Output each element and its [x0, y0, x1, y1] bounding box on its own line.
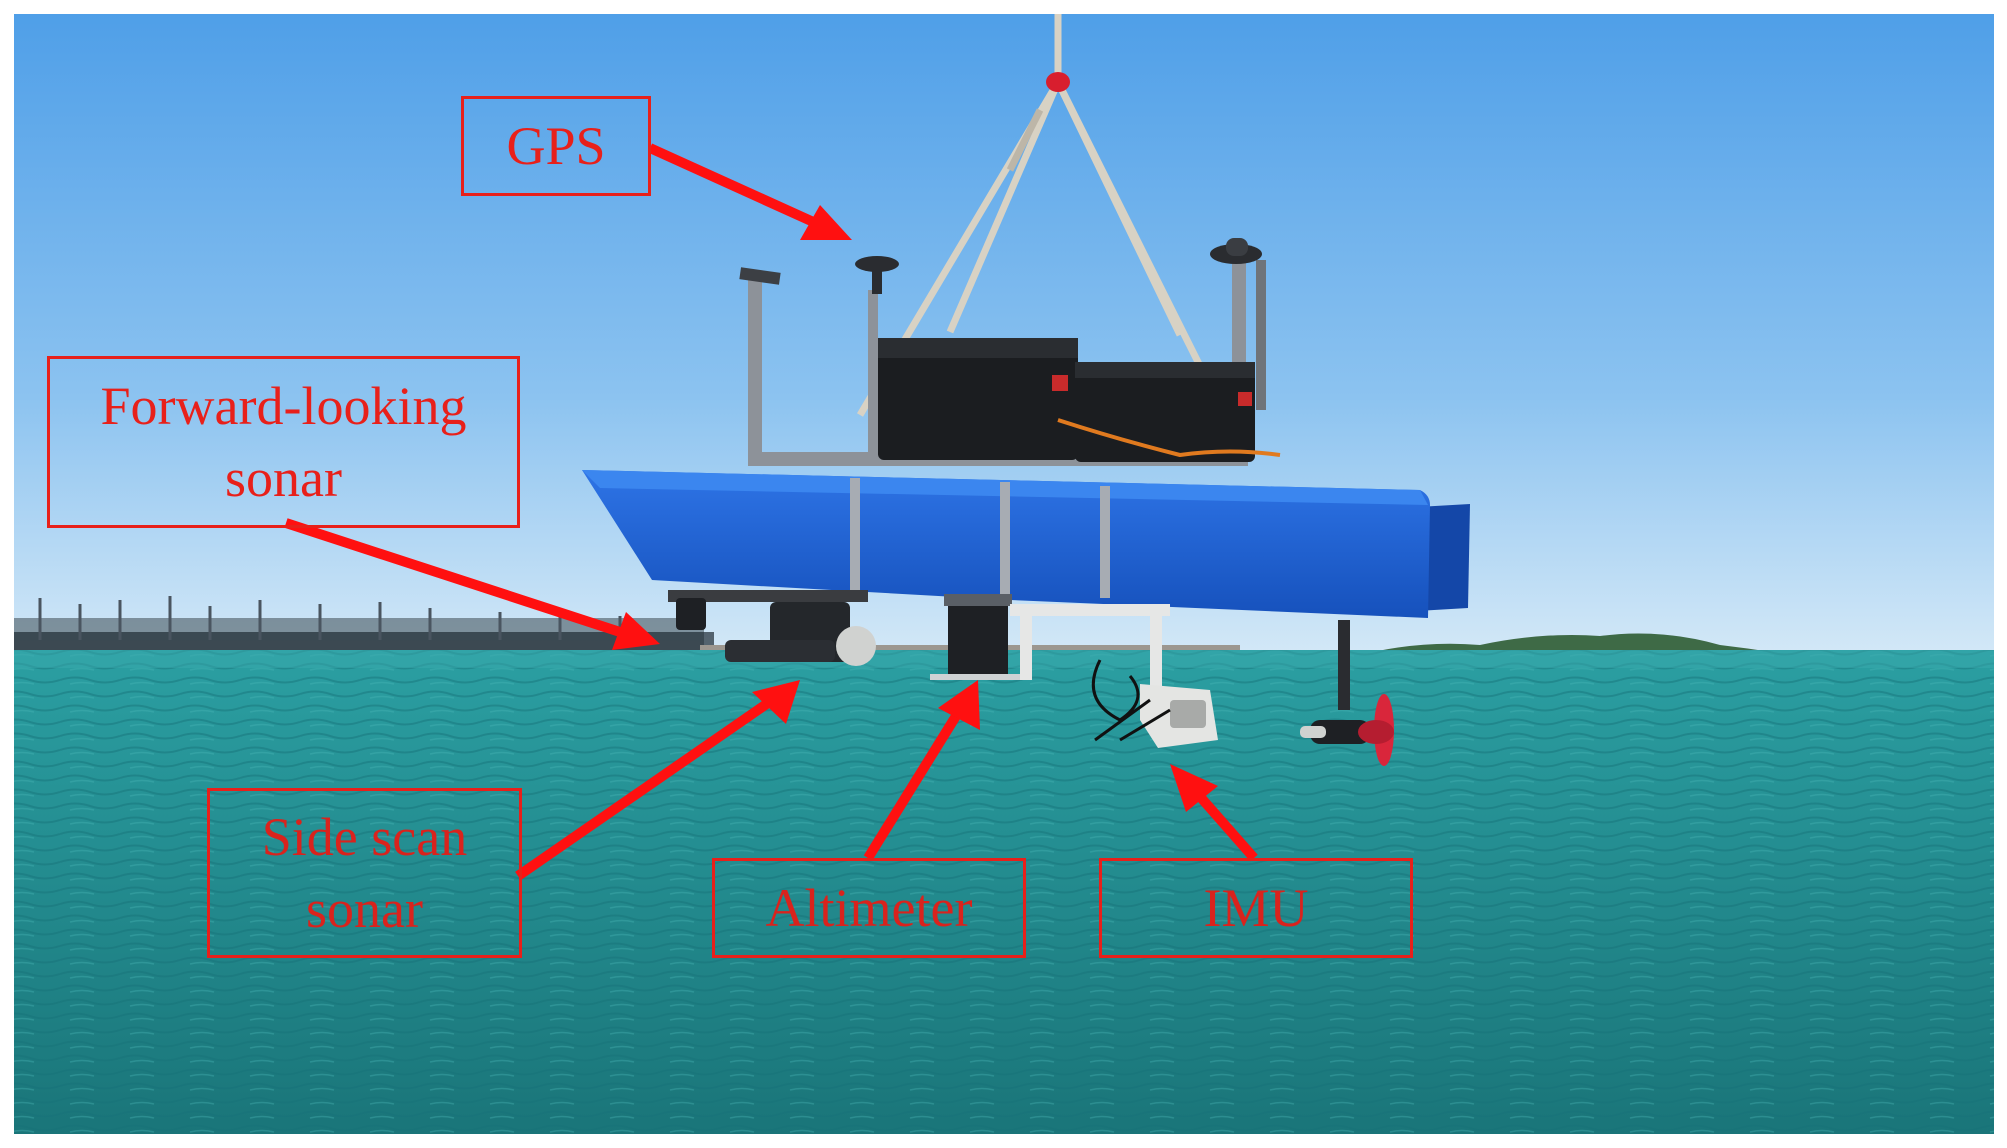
imu-label: IMU [1099, 858, 1413, 958]
annotation-arrows [284, 143, 1258, 881]
under-hull-sensors [668, 590, 1370, 748]
side-scan-sonar-label-line1: Side scan [261, 807, 468, 867]
gps-antenna-icon [1210, 238, 1262, 264]
gps-antenna-icon [855, 256, 899, 294]
gps-label: GPS [461, 96, 651, 196]
forward-looking-sonar-label: Forward-looking sonar [47, 356, 520, 528]
vehicle-hull [582, 470, 1470, 618]
altimeter-label-text: Altimeter [765, 878, 973, 938]
propeller-icon [1358, 694, 1394, 766]
forward-looking-sonar-label-line2: sonar [225, 448, 342, 508]
equipment-cases [878, 338, 1281, 462]
forward-looking-sonar-label-line1: Forward-looking [100, 376, 467, 436]
altimeter-label: Altimeter [712, 858, 1026, 958]
gps-label-text: GPS [506, 116, 606, 176]
side-scan-sonar-label: Side scan sonar [207, 788, 522, 958]
imu-label-text: IMU [1203, 878, 1309, 938]
side-scan-sonar-label-line2: sonar [306, 879, 423, 939]
